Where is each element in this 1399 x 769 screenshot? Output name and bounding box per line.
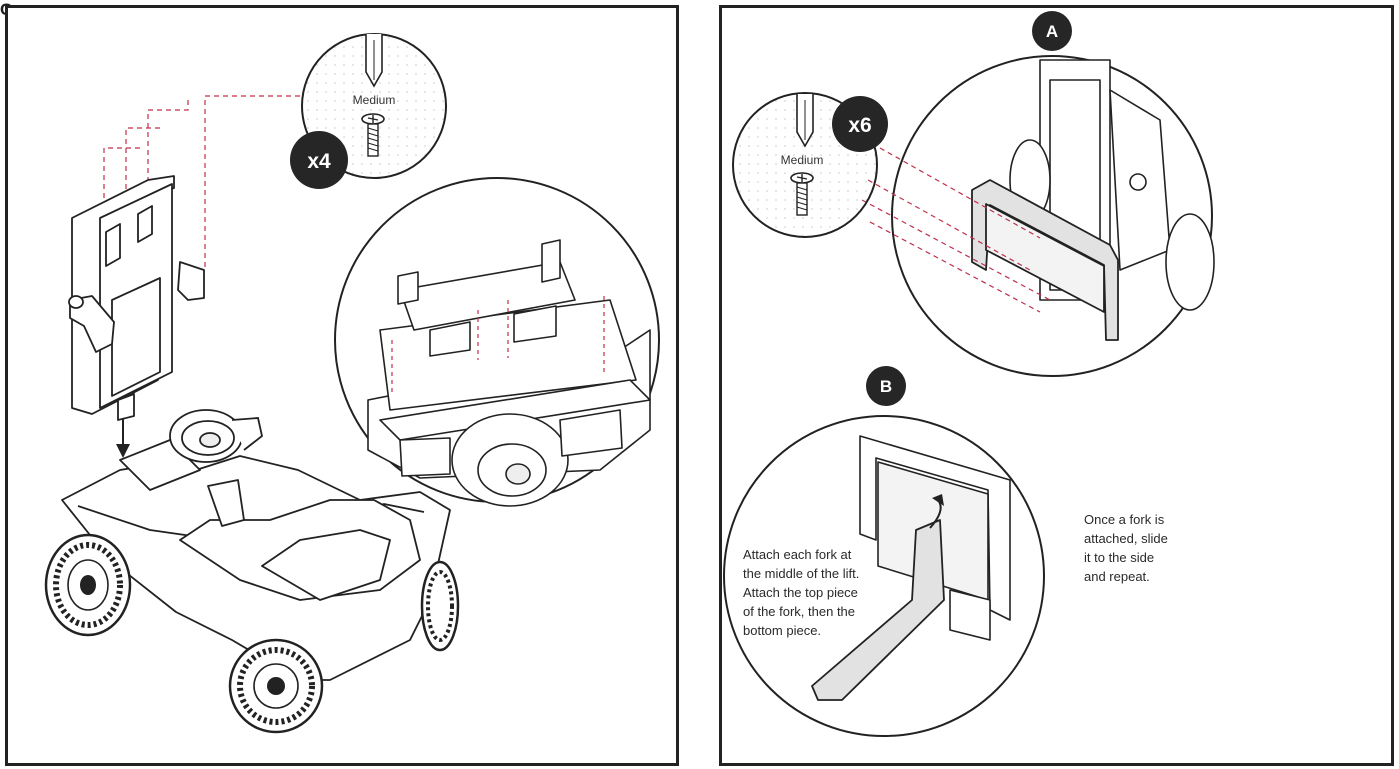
- step-b-instruction: Attach each fork at the middle of the li…: [743, 545, 893, 640]
- step-c-line-2: attached, slide: [1084, 531, 1168, 546]
- vehicle-wheel-front-left: [44, 533, 132, 637]
- step-c-badge: C Attach each fork at the middle of the …: [0, 0, 1168, 638]
- step-a-detail-circle: [861, 55, 1215, 377]
- quantity-badge-right-text: x6: [848, 114, 871, 137]
- step-c-instruction: Once a fork is attached, slide it to the…: [1084, 510, 1194, 586]
- mount-detail-zoom-circle: [334, 177, 660, 507]
- quantity-badge-right: [832, 96, 888, 152]
- step-c-line-4: and repeat.: [1084, 569, 1150, 584]
- arrow-down-icon: [116, 418, 130, 458]
- fork-piece: [811, 519, 945, 701]
- step-b-line-2: the middle of the lift.: [743, 566, 860, 581]
- quantity-badge-left-text: x4: [307, 150, 331, 173]
- screw-size-label: Medium: [353, 93, 396, 107]
- step-a-badge: [1032, 11, 1072, 51]
- step-b-detail-circle: [723, 415, 1045, 737]
- step-b-line-4: of the fork, then the: [743, 604, 856, 619]
- step-c-line-3: it to the side: [1084, 550, 1155, 565]
- screw-icon: [790, 172, 814, 216]
- step-c-line-1: Once a fork is: [1084, 512, 1165, 527]
- lift-mast-part: [68, 175, 205, 421]
- step-b-letter: B: [880, 377, 892, 396]
- step-b-badge: [866, 366, 906, 406]
- step-b-line-3: Attach the top piece: [743, 585, 858, 600]
- step-b-line-5: bottom piece.: [743, 623, 822, 638]
- screw-icon: [361, 113, 385, 157]
- vehicle-wheel-rear-right: [420, 560, 460, 652]
- vehicle-wheel-rear-left: [228, 638, 324, 734]
- step-b-line-1: Attach each fork at: [743, 547, 852, 562]
- step-a-letter: A: [1046, 22, 1058, 41]
- screw-size-label-right: Medium: [781, 153, 824, 167]
- quantity-badge-left: [290, 131, 348, 189]
- steering-wheel-vehicle: [169, 409, 264, 463]
